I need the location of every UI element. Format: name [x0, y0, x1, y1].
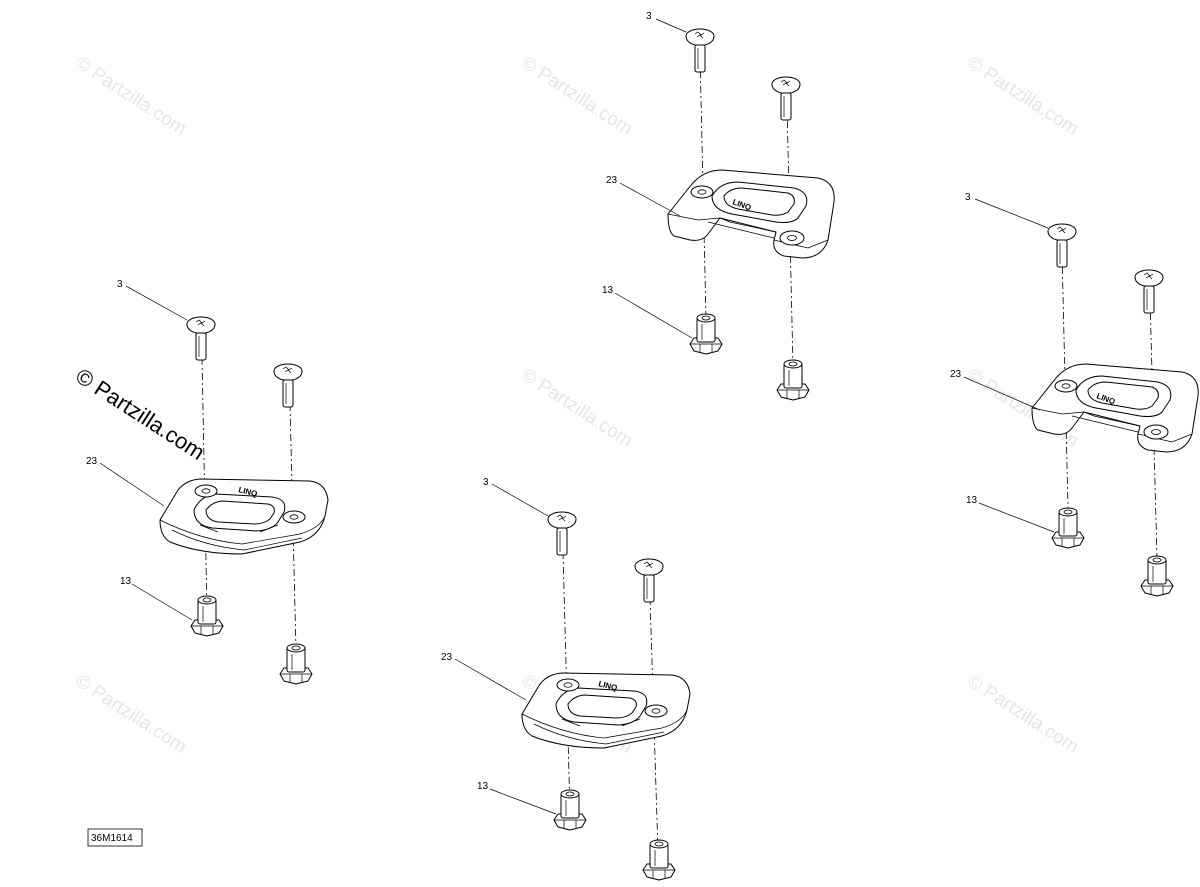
nut-13: [776, 359, 810, 401]
plate-marking: LINQ: [598, 679, 619, 692]
screw-3: [1134, 269, 1164, 314]
screw-3: [547, 511, 577, 556]
screw-3: [771, 76, 801, 121]
watermarks: © Partzilla.com © Partzilla.com © Partzi…: [71, 53, 1082, 758]
assembly-bottom-middle: LINQ 3 23 13: [441, 477, 691, 881]
screw-3: [273, 363, 303, 408]
nut-13: [689, 313, 723, 355]
nut-13: [1051, 507, 1085, 549]
screw-3: [186, 316, 216, 361]
watermark-text: © Partzilla.com: [71, 671, 190, 758]
callout-23: 23: [441, 652, 453, 663]
nut-13: [279, 643, 313, 685]
nut-13: [190, 595, 224, 637]
callout-13: 13: [602, 285, 614, 296]
callout-3: 3: [646, 11, 652, 22]
diagram-code-box: 36M1614: [87, 828, 143, 847]
watermark-text: © Partzilla.com: [963, 671, 1082, 758]
plate-marking: LINQ: [238, 485, 259, 498]
assembly-left: LINQ 3 23 13: [86, 279, 329, 685]
screw-3: [685, 28, 715, 73]
diagram-code: 36M1614: [91, 833, 133, 844]
callout-3: 3: [965, 192, 971, 203]
callout-13: 13: [966, 495, 978, 506]
watermark-text: © Partzilla.com: [71, 53, 190, 140]
assembly-top-middle: LINQ 3 23 13: [602, 11, 835, 401]
watermark-text-prominent: © Partzilla.com: [71, 363, 209, 465]
nut-13: [642, 839, 676, 881]
base-plate-23: [667, 169, 835, 259]
callout-23: 23: [86, 456, 98, 467]
assembly-right: LINQ 3 23 13: [950, 192, 1199, 597]
screw-3: [634, 558, 664, 603]
watermark-text: © Partzilla.com: [517, 53, 636, 140]
callout-23: 23: [606, 175, 618, 186]
nut-13: [553, 789, 587, 831]
callout-13: 13: [477, 781, 489, 792]
watermark-text: © Partzilla.com: [963, 53, 1082, 140]
watermark-text: © Partzilla.com: [517, 365, 636, 452]
callout-3: 3: [483, 477, 489, 488]
nut-13: [1140, 555, 1174, 597]
callout-23: 23: [950, 369, 962, 380]
callout-13: 13: [120, 576, 132, 587]
callout-3: 3: [117, 279, 123, 290]
screw-3: [1047, 223, 1077, 268]
